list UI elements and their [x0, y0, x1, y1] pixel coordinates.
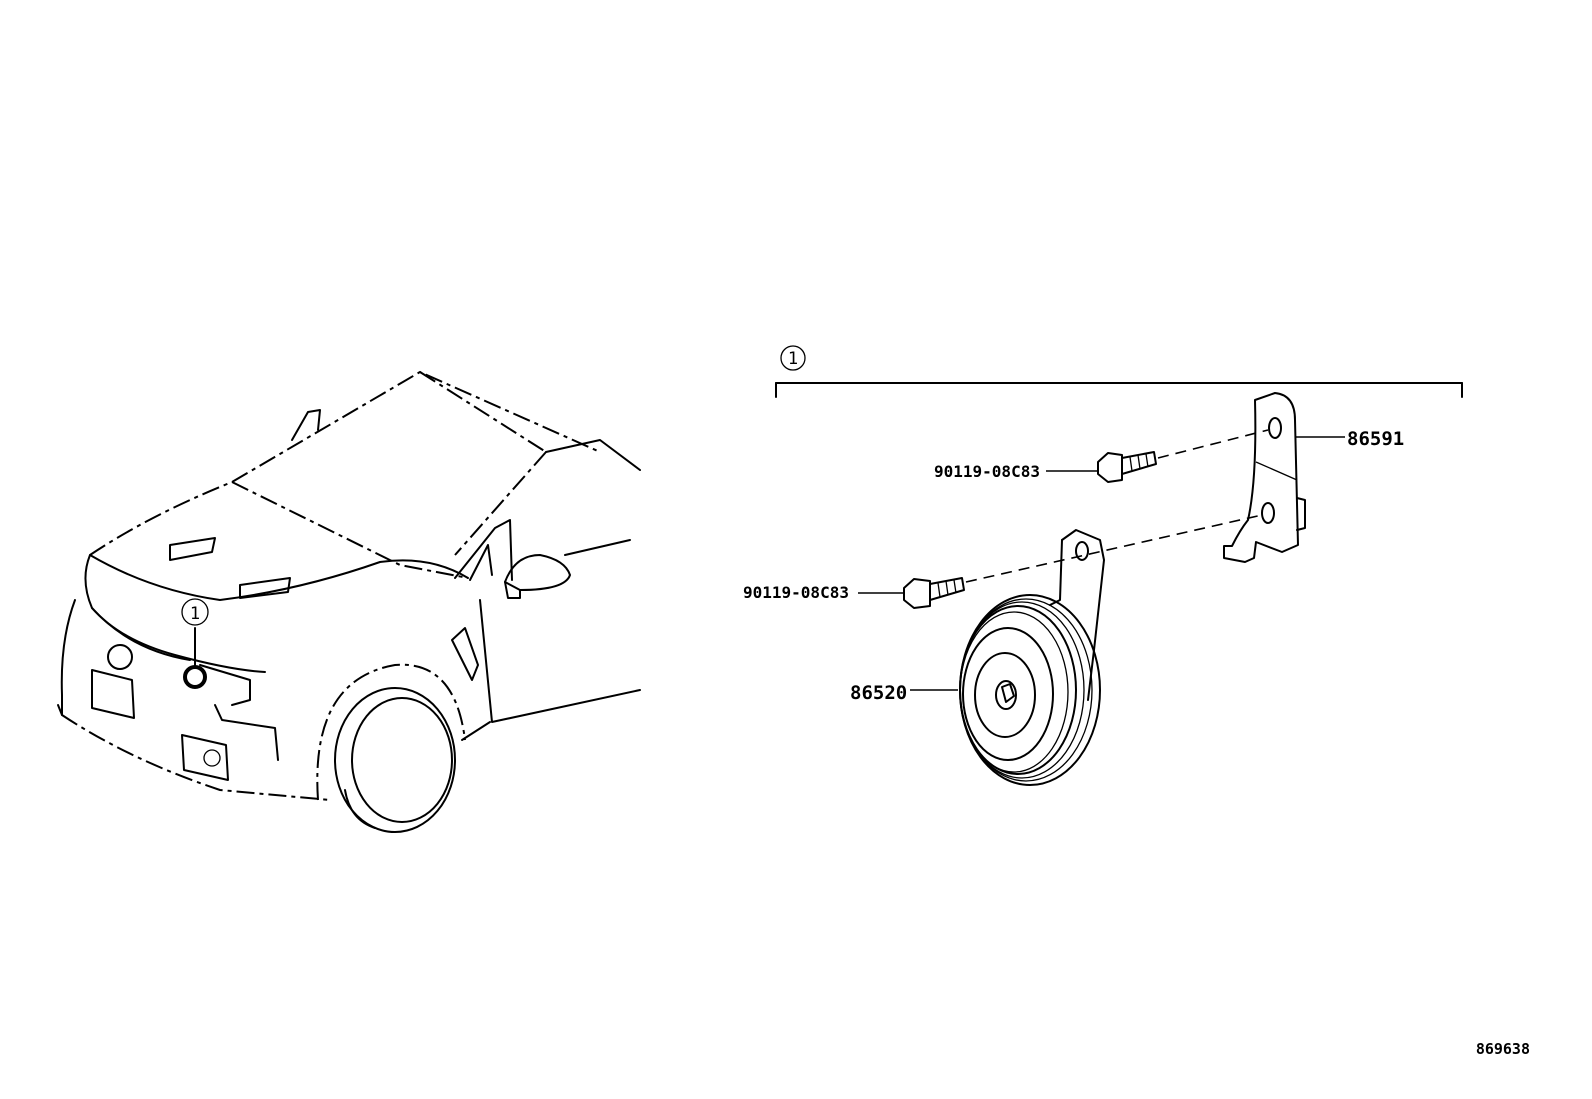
vehicle-front-illustration: 1 — [57, 370, 641, 833]
bracket-part-number: 86591 — [1347, 428, 1404, 450]
upper-bolt — [1097, 451, 1157, 483]
horn-part-number: 86520 — [850, 682, 907, 704]
lower-bolt — [903, 577, 965, 609]
vehicle-callout-number: 1 — [190, 604, 200, 624]
horn-location-marker — [183, 665, 207, 689]
assembly-group-bracket: 1 — [775, 345, 1463, 398]
assembly-callout-number: 1 — [788, 349, 798, 369]
lower-bolt-part-number: 90119-08C83 — [743, 583, 849, 602]
bracket-part — [1223, 392, 1306, 563]
diagram-reference-number: 869638 — [1476, 1040, 1530, 1058]
upper-bolt-part-number: 90119-08C83 — [934, 462, 1040, 481]
horn-part — [959, 529, 1105, 786]
